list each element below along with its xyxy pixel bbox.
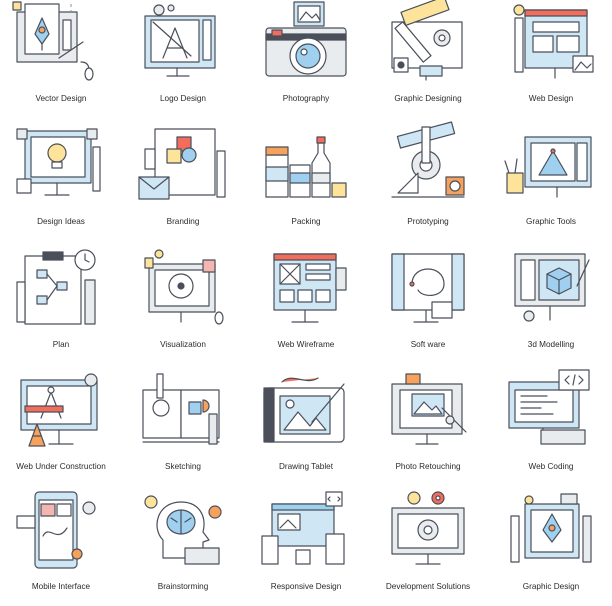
icon-label: Web Design	[528, 94, 574, 103]
icon-label: Soft ware	[410, 340, 446, 349]
icon-label: Photography	[282, 94, 330, 103]
photography-icon	[265, 1, 347, 77]
branding-icon	[138, 128, 226, 200]
web-coding-icon	[508, 369, 590, 445]
icon-tile-branding: Branding	[122, 123, 244, 241]
icon-label: Plan	[52, 340, 70, 349]
sketching-icon	[142, 373, 220, 445]
icon-tile-3d-modelling: 3d Modelling	[490, 246, 612, 364]
icon-label: Brainstorming	[157, 582, 209, 591]
icon-label: Mobile Interface	[31, 582, 91, 591]
vector-design-icon	[12, 1, 94, 81]
icon-tile-responsive-design: Responsive Design	[245, 488, 367, 606]
icon-tile-web-coding: Web Coding	[490, 368, 612, 486]
graphic-designing-icon	[391, 0, 463, 81]
icon-label: Development Solutions	[385, 582, 471, 591]
mobile-interface-icon	[16, 491, 96, 569]
icon-tile-design-ideas: Design Ideas	[0, 123, 122, 241]
icon-label: Photo Retouching	[395, 462, 461, 471]
logo-design-icon	[144, 4, 216, 77]
icon-label: Graphic Design	[522, 582, 580, 591]
icon-tile-development-solutions: Development Solutions	[367, 488, 489, 606]
icon-tile-vector-design: Vector Design	[0, 0, 122, 118]
3d-modelling-icon	[514, 253, 590, 322]
icon-label: Sketching	[165, 462, 201, 471]
icon-tile-graphic-designing: Graphic Designing	[367, 0, 489, 118]
brainstorming-icon	[144, 495, 222, 565]
icon-label: Branding	[166, 217, 200, 226]
photo-retouching-icon	[391, 373, 467, 445]
packing-icon	[265, 136, 347, 198]
icon-tile-software: Soft ware	[367, 246, 489, 364]
icon-tile-drawing-tablet: Drawing Tablet	[245, 368, 367, 486]
prototyping-icon	[391, 121, 465, 198]
icon-tile-web-under-construction: Web Under Construction	[0, 368, 122, 486]
plan-icon	[16, 249, 96, 325]
icon-label: Graphic Designing	[394, 94, 462, 103]
icon-label: Vector Design	[35, 94, 87, 103]
design-ideas-icon	[16, 128, 101, 196]
development-solutions-icon	[391, 491, 465, 565]
drawing-tablet-icon	[263, 377, 345, 443]
icon-tile-sketching: Sketching	[122, 368, 244, 486]
icon-tile-prototyping: Prototyping	[367, 121, 489, 241]
icon-tile-brainstorming: Brainstorming	[122, 488, 244, 606]
icon-tile-graphic-tools: Graphic Tools	[490, 123, 612, 241]
icon-tile-visualization: Visualization	[122, 246, 244, 364]
web-design-icon	[513, 4, 594, 79]
icon-tile-web-design: Web Design	[490, 0, 612, 118]
icon-label: Responsive Design	[270, 582, 342, 591]
icon-tile-plan: Plan	[0, 246, 122, 364]
icon-label: Graphic Tools	[526, 217, 576, 226]
icon-tile-mobile-interface: Mobile Interface	[0, 488, 122, 606]
icon-tile-web-wireframe: Web Wireframe	[245, 246, 367, 364]
icon-label: Drawing Tablet	[278, 462, 333, 471]
icon-tile-packing: Packing	[245, 123, 367, 241]
graphic-design-icon	[510, 493, 592, 563]
icon-tile-photography: Photography	[245, 0, 367, 118]
icon-tile-graphic-design: Graphic Design	[490, 488, 612, 606]
icon-tile-photo-retouching: Photo Retouching	[367, 368, 489, 486]
web-wireframe-icon	[273, 253, 347, 323]
icon-label: Web Under Construction	[16, 462, 106, 471]
graphic-tools-icon	[504, 136, 592, 198]
icon-label: 3d Modelling	[527, 340, 575, 349]
icon-label: Design Ideas	[37, 217, 85, 226]
icon-label: Prototyping	[407, 217, 449, 226]
web-under-construction-icon	[20, 373, 98, 447]
responsive-design-icon	[261, 491, 345, 565]
icon-label: Logo Design	[160, 94, 206, 103]
icon-label: Visualization	[160, 340, 206, 349]
visualization-icon	[144, 249, 224, 325]
icon-label: Web Coding	[528, 462, 574, 471]
icon-label: Web Wireframe	[277, 340, 335, 349]
icon-label: Packing	[291, 217, 321, 226]
icon-tile-logo-design: Logo Design	[122, 0, 244, 118]
software-icon	[391, 253, 465, 323]
